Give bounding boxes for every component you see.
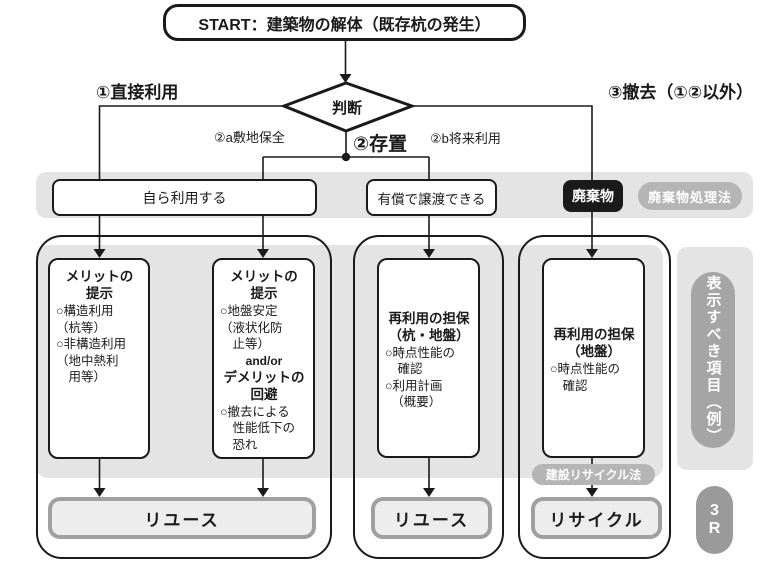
detail-box-removal: 再利用の担保 （地盤） ○時点性能の 確認	[542, 258, 645, 458]
detail-box-1-heading: メリットの 提示	[65, 269, 134, 301]
arrowheads	[93, 74, 598, 497]
display-items-side-capsule: 表示すべき項目（例）	[691, 272, 735, 448]
container-removal	[518, 235, 671, 559]
construction-recycle-law-pill: 建設リサイクル法	[532, 464, 655, 485]
start-node: START：建築物の解体（既存杭の発生）	[163, 4, 526, 41]
detail-box-2-body1: ○地盤安定 （液状化防 止等）	[220, 304, 283, 351]
detail-box-2-body2: ○撤去による 性能低下の 恐れ	[220, 404, 296, 452]
self-use-box: 自ら利用する	[52, 179, 317, 216]
detail-box-3-heading: 再利用の担保 （杭・地盤）	[388, 310, 470, 343]
outcome-reuse-1: リユース	[48, 497, 316, 539]
detail-box-2-heading2: デメリットの 回避	[223, 369, 305, 402]
detail-box-4-heading: 再利用の担保 （地盤）	[553, 327, 635, 359]
detail-box-site-preservation: メリットの 提示 ○地盤安定 （液状化防 止等） and/or デメリットの 回…	[212, 258, 315, 459]
decision-label: 判断	[331, 100, 362, 117]
waste-disposal-law-pill: 廃棄物処理法	[638, 182, 742, 210]
branch-2b-future-use-label: ②b将来利用	[430, 131, 501, 146]
detail-box-2-heading1: メリットの 提示	[230, 269, 298, 301]
detail-box-4-body: ○時点性能の 確認	[550, 362, 621, 393]
decision-diamond	[279, 81, 417, 133]
container-direct-use	[36, 235, 332, 559]
outcome-recycle: リサイクル	[531, 497, 662, 539]
three-r-badge: 3 R	[696, 486, 733, 554]
detail-box-future-use: 再利用の担保 （杭・地盤） ○時点性能の 確認 ○利用計画 （概要）	[377, 258, 480, 458]
detail-box-2-connector: and/or	[245, 353, 283, 368]
branch-2-leave-label: ②存置	[353, 134, 408, 155]
waste-box: 廃棄物	[563, 180, 623, 212]
display-items-side-label: 表示すべき項目（例）	[704, 275, 722, 445]
branch-1-direct-use-label: ①直接利用	[96, 83, 179, 102]
detail-box-direct-use: メリットの 提示 ○構造利用 （杭等） ○非構造利用 （地中熱利 用等）	[48, 258, 150, 459]
branch-3-removal-label: ③撤去（①②以外）	[608, 83, 754, 102]
detail-box-1-body: ○構造利用 （杭等） ○非構造利用 （地中熱利 用等）	[56, 304, 127, 384]
junction-dot	[341, 152, 351, 162]
detail-box-3-body: ○時点性能の 確認 ○利用計画 （概要）	[385, 345, 456, 410]
container-leave-in-place	[353, 235, 504, 559]
outcome-reuse-2: リユース	[371, 497, 492, 539]
paid-transfer-box: 有償で譲渡できる	[366, 179, 497, 216]
branch-2a-site-preservation-label: ②a敷地保全	[214, 130, 285, 145]
